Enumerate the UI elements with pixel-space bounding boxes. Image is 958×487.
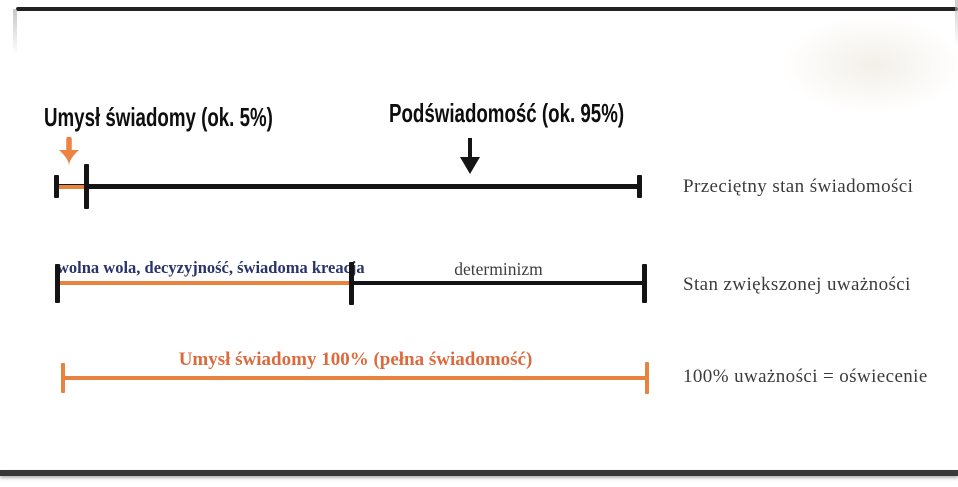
row1-end-tick — [637, 175, 642, 198]
row2-middle-tick — [349, 262, 354, 305]
background-smudge — [780, 15, 958, 115]
row3-start-tick — [61, 363, 65, 393]
row3-orange-line — [63, 376, 648, 380]
top-border-line — [16, 7, 958, 11]
bottom-border-line — [0, 470, 958, 476]
free-will-segment-label: wolna wola, decyzyjność, świadoma kreacj… — [57, 258, 365, 277]
row1-black-line — [57, 184, 640, 189]
row1-five-percent-tick — [84, 164, 89, 209]
conscious-mind-label: Umysł świadomy (ok. 5%) — [44, 102, 273, 132]
row1-start-tick — [54, 175, 59, 198]
row1-orange-segment — [59, 184, 86, 189]
row2-black-segment — [352, 281, 645, 285]
full-consciousness-label: Umysł świadomy 100% (pełna świadomość) — [178, 349, 533, 370]
row3-end-tick — [645, 362, 649, 394]
row1-right-label: Przeciętny stan świadomości — [683, 176, 914, 197]
row2-start-tick — [55, 264, 60, 303]
determinism-segment-label: determinizm — [454, 259, 543, 279]
row3-right-label: 100% uważności = oświecenie — [683, 366, 928, 387]
left-edge-shadow — [13, 9, 17, 55]
black-down-arrow-icon — [460, 138, 480, 174]
orange-down-arrow-icon — [59, 137, 79, 166]
row2-orange-segment — [57, 281, 352, 285]
row2-right-label: Stan zwiększonej uważności — [683, 274, 911, 295]
subconscious-label: Podświadomość (ok. 95%) — [389, 98, 625, 128]
row2-end-tick — [642, 264, 647, 303]
